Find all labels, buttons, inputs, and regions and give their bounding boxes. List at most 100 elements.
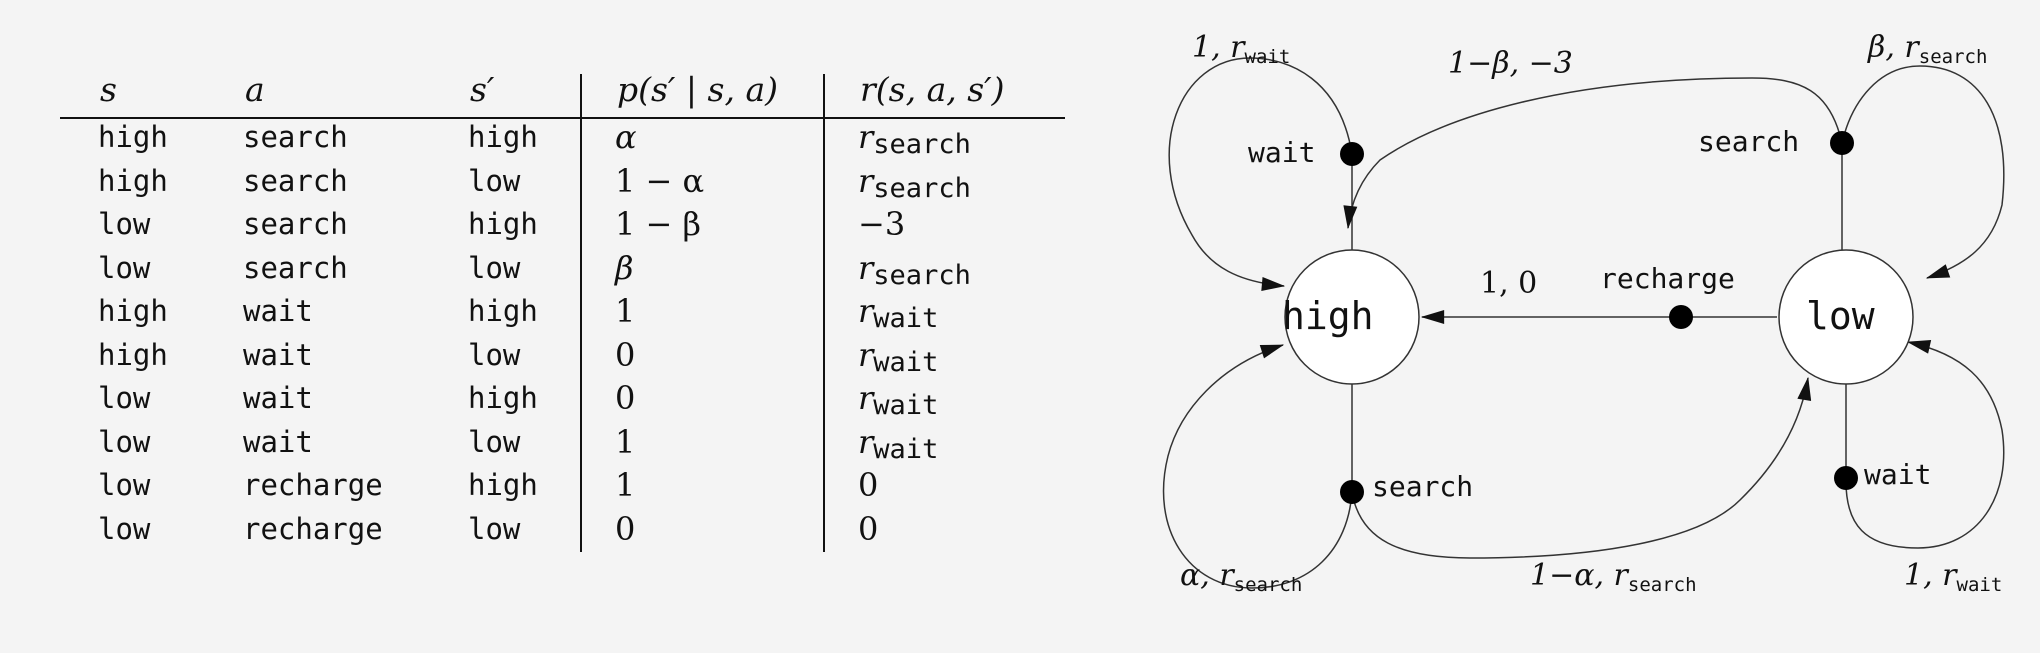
table-cell-a: search <box>243 250 348 285</box>
action-label-low-wait: wait <box>1864 458 1932 491</box>
table-cell-s-prime: high <box>468 468 538 502</box>
edge-label-high-search-loop: α, rsearch <box>1180 558 1303 596</box>
action-dot-low-search <box>1830 131 1854 155</box>
reward-symbol: r <box>858 292 874 330</box>
table-cell-r: rwait <box>858 379 939 421</box>
state-high-label: high <box>1282 294 1374 338</box>
table-cell-p: 1 <box>615 466 636 504</box>
table-cell-a: search <box>243 207 348 241</box>
edge-low-search-to-high <box>1343 77 1843 230</box>
action-dot-recharge <box>1669 305 1693 329</box>
reward-symbol: 0 <box>858 509 879 548</box>
reward-subscript: wait <box>873 303 939 334</box>
diagram-canvas <box>1162 57 2005 589</box>
edge-label-high-search-to-low: 1−α, rsearch <box>1530 558 1697 596</box>
header-s: s <box>100 70 117 109</box>
table-cell-p: 0 <box>615 335 636 374</box>
edge-label-low-wait-loop: 1, rwait <box>1904 558 2003 596</box>
table-cell-p: 1 − β <box>615 205 702 243</box>
reward-symbol: r <box>858 422 874 461</box>
action-dot-high-search <box>1340 480 1364 504</box>
table-cell-s: low <box>98 511 151 546</box>
table-cell-a: wait <box>243 294 313 328</box>
table-cell-p: 0 <box>615 509 636 548</box>
state-low-node <box>1778 249 1914 385</box>
header-rule <box>60 117 1065 119</box>
table-cell-p: 1 <box>615 292 636 330</box>
table-cell-s: low <box>98 468 151 502</box>
reward-subscript: search <box>873 172 971 204</box>
header-reward: r(s, a, s′) <box>860 70 1005 109</box>
header-s-prime: s′ <box>470 70 495 109</box>
action-dot-low-wait <box>1834 466 1858 490</box>
table-cell-p: 0 <box>615 379 636 417</box>
table-cell-s: high <box>98 163 168 198</box>
table-cell-r: rwait <box>858 292 939 334</box>
table-cell-a: recharge <box>243 468 383 502</box>
table-cell-r: rsearch <box>858 248 971 291</box>
reward-symbol: r <box>858 379 874 417</box>
reward-subscript: wait <box>873 433 939 465</box>
reward-subscript: wait <box>873 346 939 378</box>
table-cell-s: low <box>98 424 151 459</box>
table-cell-s: low <box>98 207 151 241</box>
action-dot-high-wait <box>1340 142 1364 166</box>
table-cell-s-prime: low <box>468 337 521 372</box>
table-cell-s: low <box>98 381 151 415</box>
table-cell-r: 0 <box>858 512 878 549</box>
action-label-recharge: recharge <box>1600 262 1735 295</box>
table-cell-p: 1 <box>615 422 636 461</box>
edge-low-search-loop <box>1841 65 2005 279</box>
table-cell-s-prime: high <box>468 381 538 415</box>
table-cell-s: high <box>98 337 168 372</box>
edge-label-high-wait-loop: 1, rwait <box>1192 30 1291 68</box>
action-label-high-wait: wait <box>1248 136 1316 169</box>
table-cell-r: −3 <box>858 207 905 244</box>
table-cell-s: high <box>98 120 168 154</box>
reward-symbol: r <box>858 248 874 287</box>
table-cell-r: 0 <box>858 468 878 505</box>
header-a: a <box>245 70 265 109</box>
edge-label-low-search-to-high: 1−β, −3 <box>1448 46 1573 81</box>
reward-subscript: search <box>873 259 971 291</box>
table-cell-p: β <box>615 248 634 287</box>
table-cell-s-prime: high <box>468 294 538 328</box>
table-cell-r: rwait <box>858 335 939 378</box>
table-cell-s: high <box>98 294 168 328</box>
table-cell-p: 1 − α <box>615 161 705 200</box>
reward-symbol: −3 <box>858 205 906 243</box>
header-probability: p(s′ | s, a) <box>617 70 778 109</box>
reward-symbol: r <box>858 118 874 156</box>
table-cell-r: rsearch <box>858 118 971 160</box>
reward-symbol: r <box>858 161 874 200</box>
table-cell-a: wait <box>243 337 313 372</box>
table-cell-a: search <box>243 120 348 154</box>
table-cell-s-prime: low <box>468 424 521 459</box>
action-label-high-search: search <box>1372 470 1474 503</box>
state-high-node <box>1284 249 1420 385</box>
table-cell-r: rwait <box>858 422 939 465</box>
reward-subscript: wait <box>873 390 939 421</box>
table-cell-a: wait <box>243 424 313 459</box>
state-low-label: low <box>1806 294 1875 338</box>
state-transition-diagram: high low wait search recharge search wai… <box>1140 0 2040 648</box>
column-divider-2 <box>823 74 825 552</box>
reward-symbol: r <box>858 335 874 374</box>
edge-label-recharge-to-high: 1, 0 <box>1480 266 1538 301</box>
edge-high-search-loop <box>1162 344 1353 589</box>
table-cell-s-prime: high <box>468 120 538 154</box>
table-cell-a: search <box>243 163 348 198</box>
table-cell-s-prime: low <box>468 163 521 198</box>
table-cell-a: recharge <box>243 511 383 546</box>
table-cell-p: α <box>615 118 637 156</box>
table-cell-a: wait <box>243 381 313 415</box>
table-cell-r: rsearch <box>858 161 971 204</box>
reward-subscript: search <box>873 129 971 160</box>
edge-label-low-search-loop: β, rsearch <box>1868 30 1988 68</box>
column-divider-1 <box>580 74 582 552</box>
edge-low-wait-loop <box>1845 339 2005 549</box>
table-cell-s-prime: high <box>468 207 538 241</box>
edge-high-wait-loop <box>1168 57 1353 291</box>
reward-symbol: 0 <box>858 466 879 504</box>
table-cell-s-prime: low <box>468 511 521 546</box>
